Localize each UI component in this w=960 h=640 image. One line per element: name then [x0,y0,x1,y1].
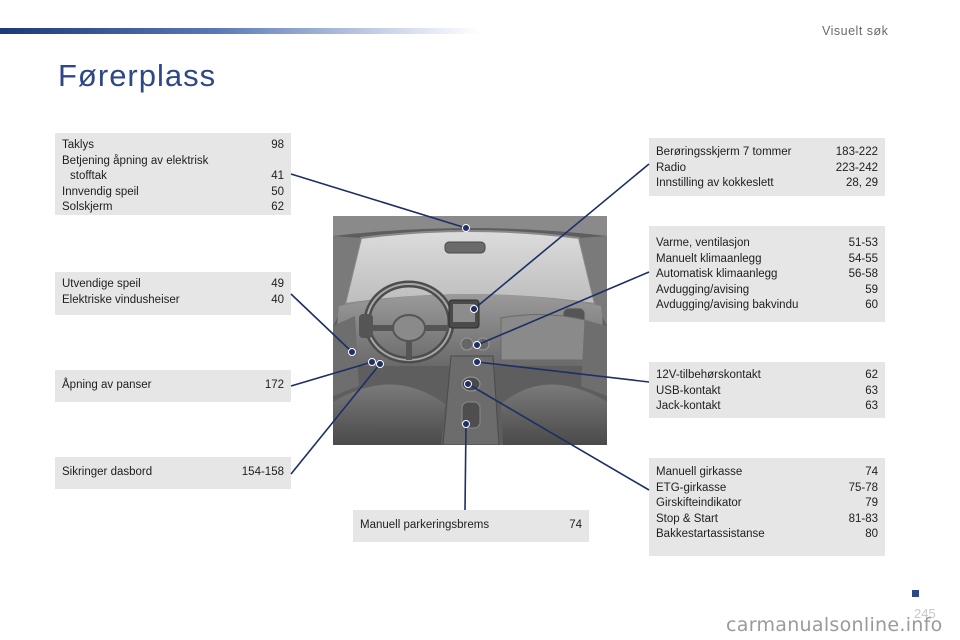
header-accent-bar [0,28,480,34]
page-number: 245 [914,606,936,621]
watermark: carmanualsonline.info [726,614,943,636]
section-label: Visuelt søk [822,24,889,38]
page-title: Førerplass [58,58,217,93]
page-marker [912,590,919,597]
dashboard-illustration [333,216,607,445]
list-item[interactable]: Betjening åpning av elektrisk [62,154,209,167]
